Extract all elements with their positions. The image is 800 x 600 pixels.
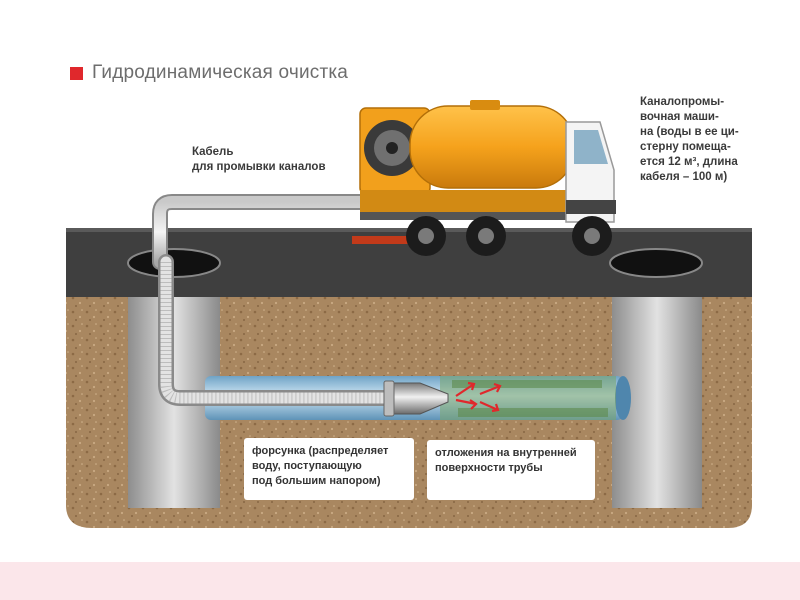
deposits-callout-line: поверхности трубы	[435, 461, 587, 476]
title: Гидродинамическая очистка	[70, 62, 348, 84]
truck-label: Каналопромы- вочная маши- на (воды в ее …	[640, 95, 760, 185]
truck-label-line: стерну помеща-	[640, 140, 760, 155]
title-marker	[70, 67, 83, 80]
cable-label-line: для промывки каналов	[192, 160, 362, 175]
truck-label-line: Каналопромы-	[640, 95, 760, 110]
cable-label: Кабель для промывки каналов	[192, 145, 362, 175]
deposits-callout-line: отложения на внутренней	[435, 446, 587, 461]
page-title: Гидродинамическая очистка	[92, 62, 348, 84]
nozzle-callout-line: под большим напором)	[252, 474, 406, 489]
nozzle-callout-line: воду, поступающую	[252, 459, 406, 474]
truck-label-line: вочная маши-	[640, 110, 760, 125]
deposits-callout: отложения на внутренней поверхности труб…	[427, 440, 595, 500]
pipe-end	[615, 376, 631, 420]
truck-label-line: на (воды в ее ци-	[640, 125, 760, 140]
footer-bar	[0, 562, 800, 600]
nozzle-callout-line: форсунка (распределяет	[252, 444, 406, 459]
truck-label-line: ется 12 м³, длина	[640, 155, 760, 170]
nozzle-callout: форсунка (распределяет воду, поступающую…	[244, 438, 414, 500]
right-manhole-opening	[610, 249, 702, 277]
cable-label-line: Кабель	[192, 145, 362, 160]
truck-tank	[410, 106, 574, 188]
truck-label-line: кабеля – 100 м)	[640, 170, 760, 185]
